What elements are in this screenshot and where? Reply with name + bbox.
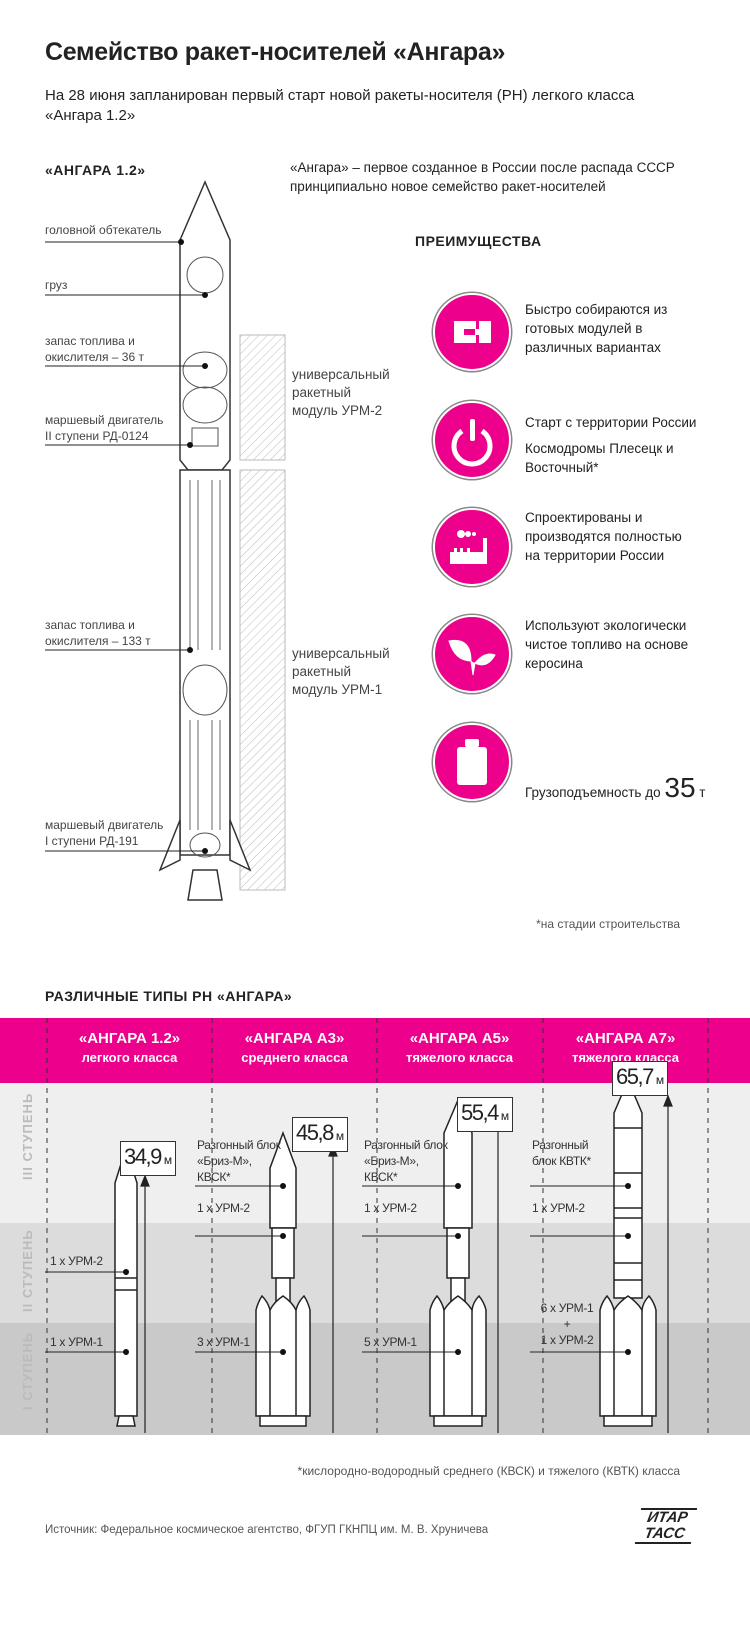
rocket-class: тяжелого класса xyxy=(405,1050,514,1065)
itar-tass-logo: ИТАР ТАСС xyxy=(634,1508,698,1544)
stage1-body xyxy=(179,469,231,856)
label-fairing: головной обтекатель xyxy=(45,223,162,237)
a5-stage1: 5 x УРМ-1 xyxy=(364,1335,417,1349)
rocket-scheme xyxy=(45,180,286,901)
rocket-name: «АНГАРА А7» xyxy=(575,1030,676,1047)
advantages-footnote: *на стадии строительства xyxy=(536,917,680,931)
label-fuel-36: запас топлива и окислителя – 36 т xyxy=(45,334,144,364)
a7-stage1-plus: + xyxy=(563,1317,571,1331)
subtitle: На 28 июня запланирован первый старт нов… xyxy=(45,87,635,124)
a3-stage2: 1 x УРМ-2 xyxy=(197,1201,250,1215)
column-header-a5: «АНГАРА А5» тяжелого класса xyxy=(377,1030,542,1065)
a7-stage2: 1 x УРМ-2 xyxy=(532,1201,585,1215)
height-unit: м xyxy=(500,1109,510,1123)
factory-icon xyxy=(433,508,511,586)
power-icon xyxy=(433,401,511,479)
height-value: 65,7 xyxy=(616,1064,654,1089)
fins xyxy=(158,819,252,872)
advantage-5: Грузоподъемность до 35 т xyxy=(525,774,706,802)
page-title: Семейство ракет-носителей «Ангара» xyxy=(45,38,506,66)
label-fuel-133: запас топлива и окислителя – 133 т xyxy=(45,618,151,648)
advantage-1: Быстро собираются из готовых модулей в р… xyxy=(525,302,668,355)
leaf-icon xyxy=(433,615,511,693)
urm1-hatch xyxy=(239,469,286,891)
rocket-name: «АНГАРА 1.2» xyxy=(78,1030,181,1047)
a12-stage1: 1 x УРМ-1 xyxy=(50,1335,103,1349)
rocket-a12 xyxy=(114,1145,138,1427)
a3-stage1: 3 x УРМ-1 xyxy=(197,1335,250,1349)
label-payload: груз xyxy=(45,278,68,292)
label-engine-1: маршевый двигатель I ступени РД-191 xyxy=(45,818,164,848)
height-unit: м xyxy=(655,1073,665,1087)
a5-stage2: 1 x УРМ-2 xyxy=(364,1201,417,1215)
advantage-2-detail: Космодромы Плесецк и Восточный* xyxy=(525,441,674,475)
column-header-a3: «АНГАРА А3» среднего класса xyxy=(212,1030,377,1065)
a5-stage3: Разгонный блок «Бриз-М», КВСК* xyxy=(364,1138,448,1184)
rocket-class: среднего класса xyxy=(241,1050,348,1065)
a7-stage1: 6 x УРМ-1 +1 x УРМ-2 xyxy=(532,1300,602,1348)
height-unit: м xyxy=(335,1129,345,1143)
fairing-and-stage2 xyxy=(179,180,231,471)
a3-stage3: Разгонный блок «Бриз-М», КВСК* xyxy=(197,1138,281,1184)
rocket-name: «АНГАРА А3» xyxy=(244,1030,345,1047)
a7-stage3: Разгонный блок КВТК* xyxy=(532,1138,591,1168)
rocket-a3 xyxy=(255,1130,311,1427)
height-value: 34,9 xyxy=(124,1144,162,1169)
scheme-description: «Ангара» – первое созданное в России пос… xyxy=(290,160,675,194)
module-urm2-label: универсальный ракетный модуль УРМ-2 xyxy=(292,367,390,418)
weight-icon xyxy=(433,723,511,801)
rocket-class: легкого класса xyxy=(81,1050,178,1065)
a12-stage2: 1 x УРМ-2 xyxy=(50,1254,103,1268)
capacity-unit: т xyxy=(699,785,706,800)
module-urm1-label: универсальный ракетный модуль УРМ-1 xyxy=(292,646,390,697)
urm2-hatch xyxy=(239,334,286,461)
capacity-value: 35 xyxy=(664,772,696,803)
source: Источник: Федеральное космическое агентс… xyxy=(45,1524,489,1536)
a7-stage1-urm1: 6 x УРМ-1 xyxy=(540,1301,594,1315)
height-value: 55,4 xyxy=(461,1100,499,1125)
column-header-a7: «АНГАРА А7»тяжелого класса xyxy=(543,1030,708,1065)
advantage-2: Старт с территории России xyxy=(525,415,697,430)
nozzle xyxy=(187,869,223,901)
capacity-label: Грузоподъемность до xyxy=(525,785,661,800)
column-header-a12: «АНГАРА 1.2» легкого класса xyxy=(47,1030,212,1065)
advantage-4: Используют экологически чистое топливо н… xyxy=(525,618,689,671)
label-engine-2: маршевый двигатель II ступени РД-0124 xyxy=(45,413,164,443)
rocket-name: «АНГАРА А5» xyxy=(409,1030,510,1047)
modules-icon xyxy=(433,293,511,371)
advantages-heading: ПРЕИМУЩЕСТВА xyxy=(415,233,542,249)
scheme-heading: «АНГАРА 1.2» xyxy=(45,162,146,178)
a7-stage1-urm2: 1 x УРМ-2 xyxy=(540,1333,594,1347)
types-footnote: *кислородно-водородный среднего (КВСК) и… xyxy=(297,1464,680,1478)
types-heading: РАЗЛИЧНЫЕ ТИПЫ РН «АНГАРА» xyxy=(45,988,293,1004)
height-unit: м xyxy=(163,1153,173,1167)
advantage-3: Спроектированы и производятся полностью … xyxy=(525,510,682,563)
rocket-a7 xyxy=(599,1078,657,1427)
height-value: 45,8 xyxy=(296,1120,334,1145)
